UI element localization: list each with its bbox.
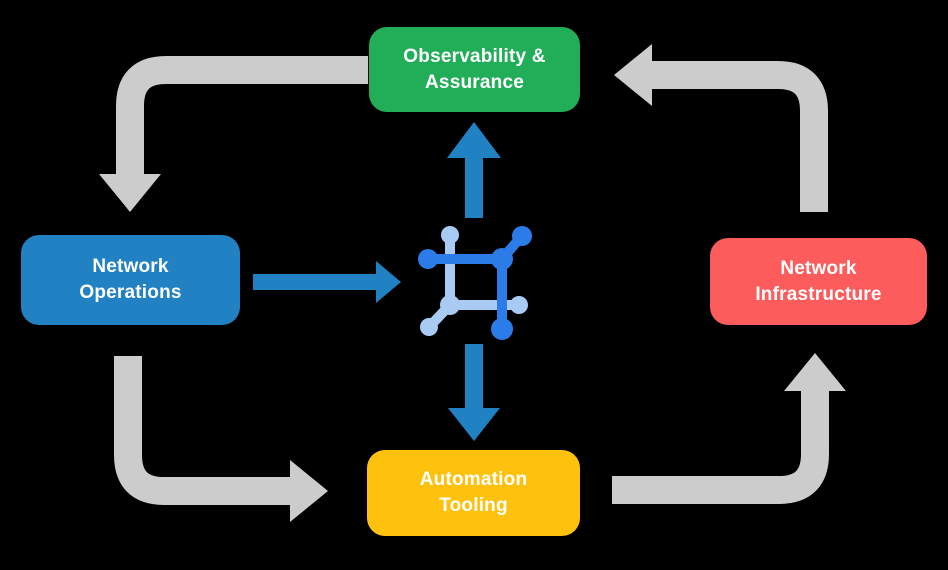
arrow-network-infrastructure-to-observability: [652, 61, 828, 212]
icon-dark-dot-top-right: [512, 226, 532, 246]
node-label-line: Infrastructure: [755, 283, 882, 305]
node-label-line: Network: [780, 257, 857, 279]
icon-light-dot-right: [510, 296, 528, 314]
icon-dark-dot-bottom: [491, 318, 513, 340]
node-label-line: Assurance: [425, 71, 524, 93]
arrow-observability-to-network-operations: [116, 56, 368, 174]
icon-light-dots: [420, 226, 528, 336]
node-automation-tooling: Automation Tooling: [367, 450, 580, 536]
icon-dark-node-corner: [491, 248, 513, 270]
icon-light-node-corner: [440, 295, 460, 315]
gray-arrow-shafts: [114, 56, 829, 505]
gray-arrow-heads: [99, 44, 846, 522]
icon-light-dot-bottom-left: [420, 318, 438, 336]
arrowhead-right-to-center: [376, 261, 401, 303]
icon-light-dot-top: [441, 226, 459, 244]
arrow-network-operations-to-automation-tooling: [114, 356, 290, 505]
node-label-line: Network: [92, 256, 169, 278]
node-network-infrastructure: Network Infrastructure: [710, 238, 927, 325]
node-label-line: Automation: [419, 469, 528, 491]
node-label-line: Operations: [79, 282, 182, 303]
arrowhead-left-to-observability: [614, 44, 652, 106]
icon-dark-dot-left: [418, 249, 438, 269]
icon-dark-dots: [418, 226, 532, 340]
arrowhead-right-to-automation-tooling: [290, 460, 328, 522]
arrowhead-down-to-network-operations: [99, 174, 161, 212]
blue-arrow-heads: [376, 122, 501, 441]
node-label-line: Tooling: [439, 495, 508, 516]
arrowhead-up-to-observability: [447, 122, 501, 158]
node-network-operations: Network Operations: [21, 235, 240, 325]
node-observability-assurance: Observability & Assurance: [369, 27, 580, 112]
arrowhead-down-to-automation-tooling: [448, 408, 500, 441]
arrow-automation-tooling-to-network-infrastructure: [612, 391, 829, 504]
network-mesh-icon: [418, 226, 532, 340]
node-label-line: Observability &: [403, 45, 546, 67]
arrowhead-up-to-network-infrastructure: [784, 353, 846, 391]
blue-arrow-shafts: [253, 157, 483, 409]
